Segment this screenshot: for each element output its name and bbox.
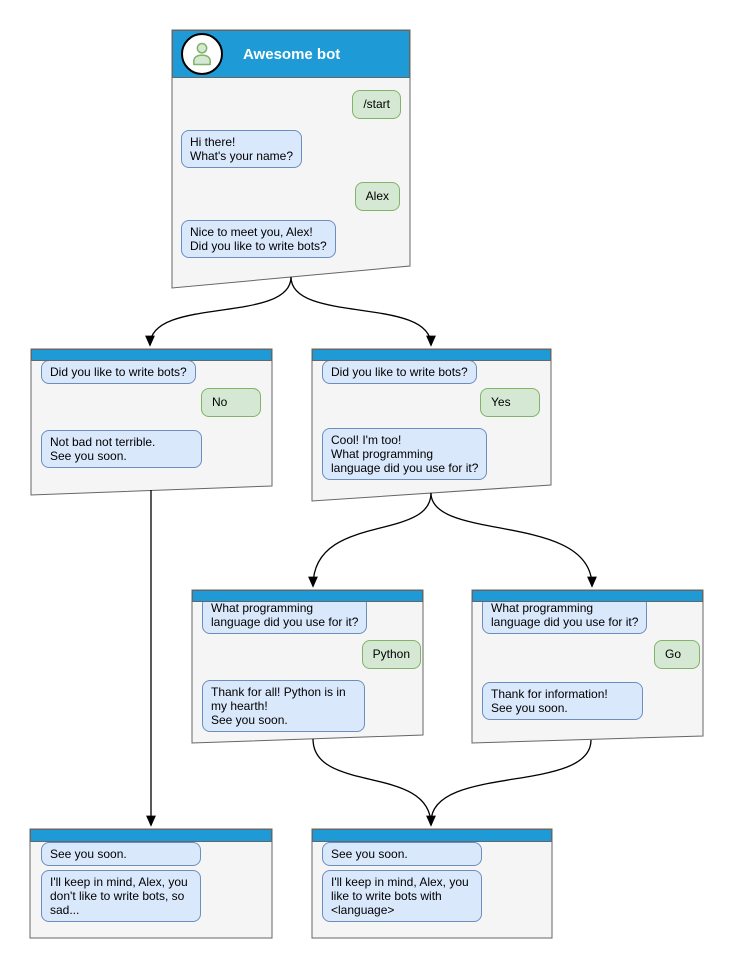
window-titlebar [31,349,272,361]
window-titlebar [192,590,423,602]
connector-root-to-yes [290,276,436,347]
window-titlebar: Awesome bot [172,30,410,78]
window-titlebar [472,590,703,602]
user-message-bubble: /start [352,90,401,119]
bot-message-bubble: Did you like to write bots? [41,360,196,384]
bot-message-bubble: Nice to meet you, Alex! Did you like to … [181,220,336,258]
bot-message-bubble: What programming language did you use fo… [482,596,648,634]
chat-window-end-no: See you soon. I'll keep in mind, Alex, y… [30,829,272,938]
bot-message-bubble: Thank for all! Python is in my hearth! S… [202,680,365,732]
connector-yes-to-go [430,492,597,588]
user-message-bubble: Yes [480,388,540,417]
bot-title: Awesome bot [243,45,341,63]
bot-avatar [181,33,223,75]
bot-message-bubble: See you soon. [322,842,482,866]
window-titlebar [312,349,551,361]
person-icon [193,42,211,66]
bot-message-bubble: I'll keep in mind, Alex, you don't like … [41,870,201,922]
window-titlebar [30,829,272,842]
connector-root-to-no [145,276,292,347]
user-message-bubble: Python [361,640,421,669]
chat-window-python: What programming language did you use fo… [192,590,423,743]
connector-yes-to-python [308,492,432,588]
window-titlebar [312,829,552,842]
connector-go-to-end-yes [430,739,592,823]
user-message-bubble: No [201,388,261,417]
chat-window-yes: Did you like to write bots? Yes Cool! I'… [312,349,551,501]
chat-window-root: Awesome bot /start Hi there! What's your… [172,30,410,288]
chat-window-end-yes: See you soon. I'll keep in mind, Alex, y… [312,829,552,938]
chat-window-go: What programming language did you use fo… [472,590,703,743]
user-message-bubble: Go [654,640,700,669]
user-message-bubble: Alex [354,182,400,211]
bot-message-bubble: Thank for information! See you soon. [482,682,643,720]
connector-python-to-end-yes [312,738,436,827]
bot-message-bubble: I'll keep in mind, Alex, you like to wri… [322,870,482,922]
bot-message-bubble: Cool! I'm too! What programming language… [322,428,488,480]
bot-message-bubble: See you soon. [41,842,201,866]
bot-message-bubble: Did you like to write bots? [322,360,477,384]
chat-window-no: Did you like to write bots? No Not bad n… [31,349,272,495]
bot-message-bubble: Hi there! What's your name? [181,130,303,168]
bot-message-bubble: Not bad not terrible. See you soon. [41,430,202,468]
